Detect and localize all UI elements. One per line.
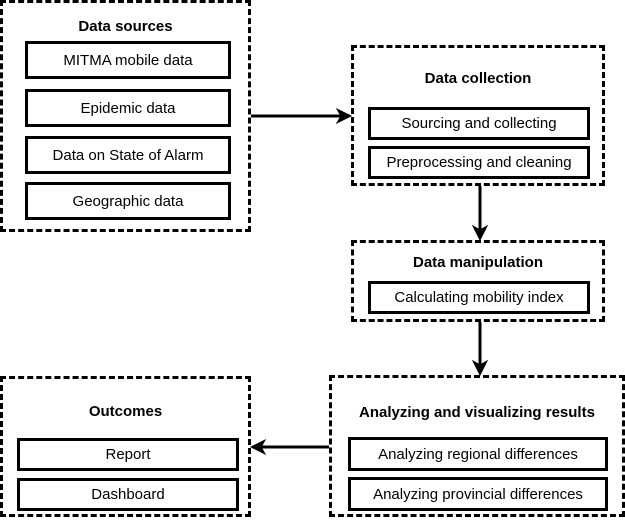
sourcing-collecting-box: Sourcing and collecting (368, 107, 590, 140)
arrowhead-manipulation-to-analyzing (471, 359, 489, 377)
analyzing-visualizing-group: Analyzing and visualizing results Analyz… (329, 375, 625, 517)
mitma-mobile-data-box: MITMA mobile data (25, 41, 231, 79)
preprocessing-cleaning-box: Preprocessing and cleaning (368, 146, 590, 179)
outcomes-title: Outcomes (88, 403, 163, 420)
data-sources-group: Data sources MITMA mobile data Epidemic … (0, 0, 251, 232)
dashboard-box: Dashboard (17, 478, 239, 511)
geographic-data-box: Geographic data (25, 182, 231, 220)
state-of-alarm-data-box: Data on State of Alarm (25, 136, 231, 174)
arrowhead-sources-to-collection (335, 107, 353, 125)
regional-differences-box: Analyzing regional differences (348, 437, 608, 471)
data-collection-title: Data collection (424, 70, 532, 87)
epidemic-data-box: Epidemic data (25, 89, 231, 127)
data-collection-group: Data collection Sourcing and collecting … (351, 45, 605, 186)
mobility-index-box: Calculating mobility index (368, 281, 590, 314)
outcomes-group: Outcomes Report Dashboard (0, 376, 251, 517)
provincial-differences-box: Analyzing provincial differences (348, 477, 608, 511)
analyzing-visualizing-title: Analyzing and visualizing results (359, 404, 595, 421)
data-manipulation-title: Data manipulation (412, 254, 543, 271)
report-box: Report (17, 438, 239, 471)
data-manipulation-group: Data manipulation Calculating mobility i… (351, 240, 605, 322)
data-sources-title: Data sources (78, 18, 173, 35)
arrowhead-collection-to-manipulation (471, 224, 489, 242)
arrowhead-analyzing-to-outcomes (249, 438, 267, 456)
